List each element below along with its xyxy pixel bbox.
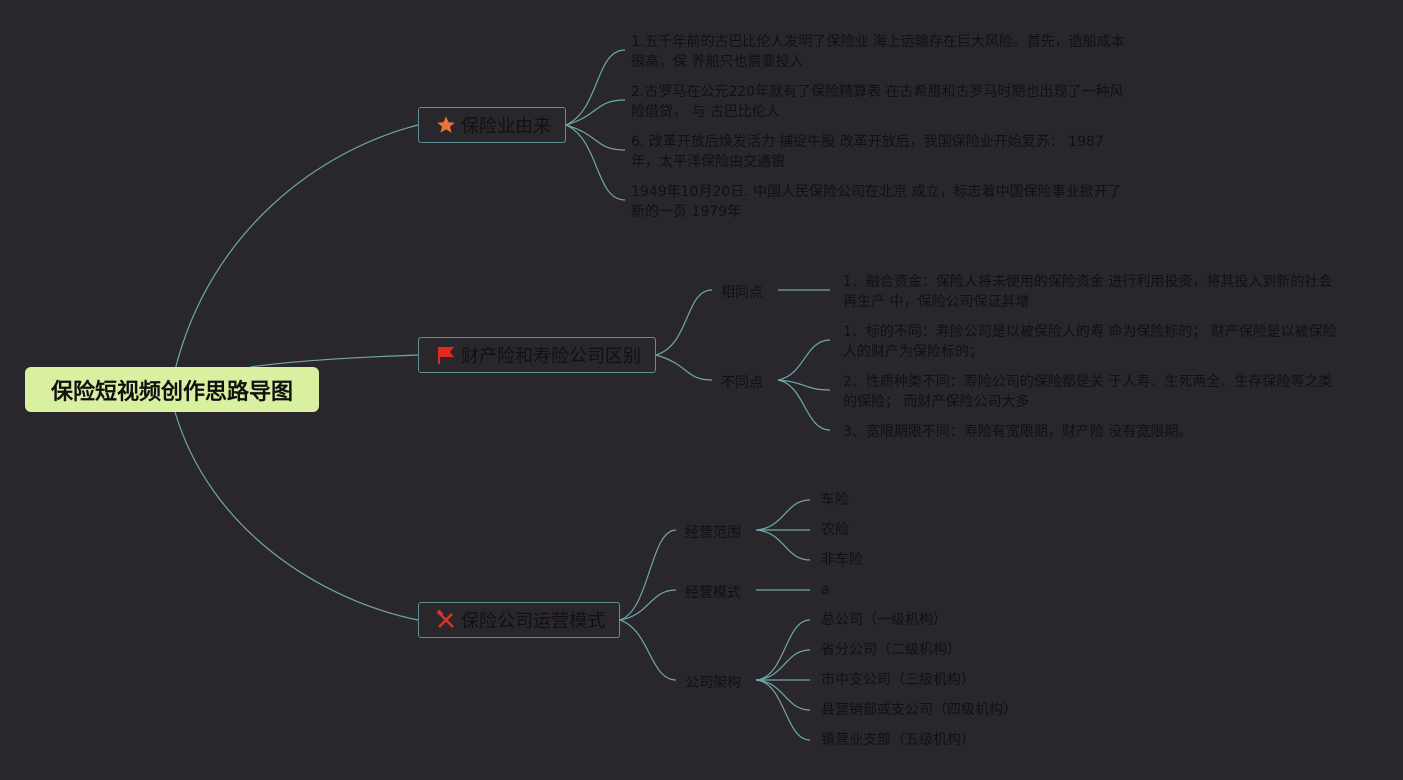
connector-root-branch2 [249, 354, 419, 368]
leaf-item: 车险 [821, 492, 849, 508]
connector-b1-n1 [565, 49, 626, 126]
connector-g2-leaf1 [777, 339, 831, 381]
leaf-item: 1、标的不同：寿险公司是以被保险人的寿 命为保险标的； 财产保险是以被保险人的财… [843, 324, 1337, 360]
connector-b2-g1 [655, 289, 713, 356]
note-item: 1.五千年前的古巴比伦人发明了保险业 海上运输存在巨大风险。首先，造船成本很高，… [631, 34, 1125, 70]
connector-struct-4 [755, 679, 811, 711]
branch-property-vs-life[interactable]: 财产险和寿险公司区别 [418, 337, 656, 373]
note-item: 6. 改革开放后焕发活力 捕捉牛股 改革开放后，我国保险业开始复苏： 1987年… [631, 134, 1104, 170]
note-item: 2.古罗马在公元220年就有了保险精算表 在古希腊和古罗马时期也出现了一种风险借… [631, 84, 1124, 120]
leaf-item: 3、宽限期限不同：寿险有宽限期，财产险 没有宽限期。 [843, 424, 1193, 440]
note-item: 1949年10月20日. 中国人民保险公司在北京 成立，标志着中国保险事业掀开了… [631, 184, 1122, 220]
branch-label: 保险业由来 [461, 116, 551, 137]
connector-struct-2 [755, 649, 811, 681]
connector-b2-g2 [655, 354, 713, 381]
group-same[interactable]: 相同点 [721, 285, 763, 301]
leaf-item: 县营销部或支公司（四级机构） [821, 702, 1017, 718]
tools-icon [435, 609, 457, 631]
connector-b1-n4 [565, 124, 626, 201]
star-icon [435, 114, 457, 136]
leaf-item: 非车险 [821, 552, 863, 568]
leaf-item: 省分公司（二级机构） [821, 642, 961, 658]
connector-g2-leaf2 [777, 379, 831, 391]
branch-operation-model[interactable]: 保险公司运营模式 [418, 602, 620, 638]
root-node[interactable]: 保险短视频创作思路导图 [25, 367, 319, 412]
group-different[interactable]: 不同点 [721, 375, 763, 391]
flag-icon [435, 344, 457, 366]
connector-b1-n2 [565, 99, 626, 126]
connector-scope-1 [755, 499, 811, 531]
branch-label: 财产险和寿险公司区别 [461, 346, 641, 367]
group-company-structure[interactable]: 公司架构 [685, 675, 741, 691]
connector-b3-g3 [619, 619, 677, 681]
leaf-item: 1、融合资金：保险人将未使用的保险资金 进行利用投资，将其投入到新的社会再生产 … [843, 274, 1333, 310]
connector-struct-1 [755, 619, 811, 681]
leaf-item: 2、性质种类不同：寿险公司的保险都是关 于人寿、生死两全、生存保险等之类的保险；… [843, 374, 1333, 410]
leaf-item: 总公司（一级机构） [821, 612, 947, 628]
connector-b1-n3 [565, 124, 626, 151]
connector-g2-leaf3 [777, 379, 831, 431]
branch-label: 保险公司运营模式 [461, 611, 605, 632]
group-business-mode[interactable]: 经营模式 [685, 585, 741, 601]
connector-struct-5 [755, 679, 811, 741]
connector-b3-g1 [619, 529, 677, 621]
connector-root-branch3 [174, 411, 419, 621]
connector-b3-g2 [619, 589, 677, 621]
root-title: 保险短视频创作思路导图 [50, 379, 293, 405]
leaf-item: 农险 [821, 522, 849, 538]
group-business-scope[interactable]: 经营范围 [685, 525, 741, 541]
leaf-item: a [821, 582, 830, 598]
branch-insurance-origin[interactable]: 保险业由来 [418, 107, 566, 143]
leaf-item: 市中支公司（三级机构） [821, 672, 975, 688]
connector-root-branch1 [174, 124, 419, 371]
leaf-item: 镇营业支部（五级机构） [821, 732, 975, 748]
connector-scope-3 [755, 529, 811, 561]
